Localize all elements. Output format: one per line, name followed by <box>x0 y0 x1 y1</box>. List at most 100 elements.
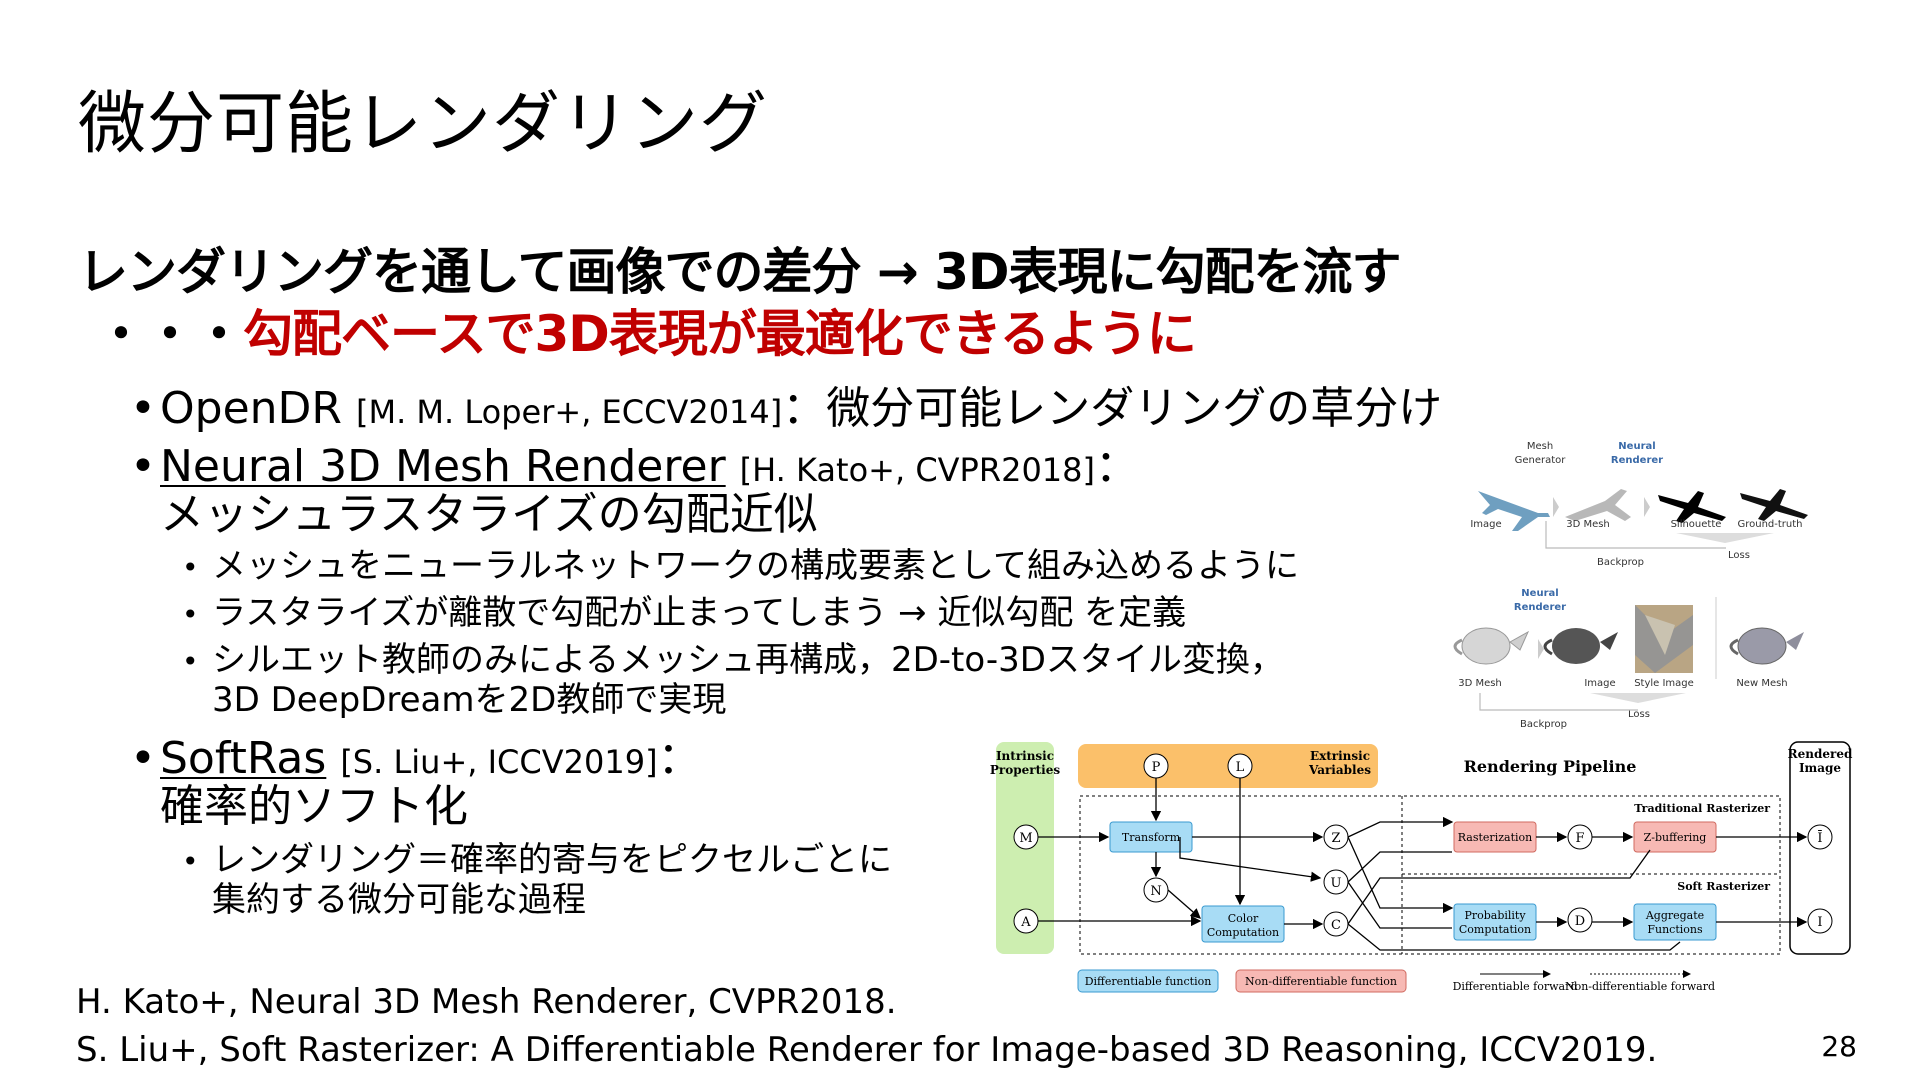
item-ref: [S. Liu+, ICCV2019] <box>340 743 658 781</box>
node-Z: Z <box>1323 824 1349 850</box>
airplane-mesh-icon <box>1565 489 1631 521</box>
fig-label: Image <box>1470 519 1501 530</box>
item-name-link[interactable]: SoftRas <box>160 733 327 784</box>
subheadline: ・・・勾配ベースで3D表現が最適化できるように <box>96 294 1197 366</box>
rasterization-box: Rasterization <box>1453 821 1537 853</box>
subitem-continued: 集約する微分可能な過程 <box>212 880 586 920</box>
traditional-label: Traditional Rasterizer <box>1634 802 1770 815</box>
pipeline-title: Rendering Pipeline <box>1464 757 1637 776</box>
soft-label: Soft Rasterizer <box>1677 880 1770 893</box>
loss-wedge <box>1590 693 1686 703</box>
subitem: •ラスタライズが離散で勾配が止まってしまう → 近似勾配 を定義 <box>182 593 1187 633</box>
node-N: N <box>1143 877 1169 903</box>
svg-text:Computation: Computation <box>1459 923 1531 936</box>
node-A: A <box>1013 908 1039 934</box>
legend-nondifferentiable-function: Non-differentiable function <box>1235 969 1407 993</box>
subitem: •シルエット教師のみによるメッシュ再構成，2D-to-3Dスタイル変換， <box>182 640 1284 680</box>
bullet-dot: • <box>130 733 156 784</box>
intrinsic-label: Intrinsic <box>996 749 1054 763</box>
svg-text:Computation: Computation <box>1207 926 1279 939</box>
fig-label: Style Image <box>1634 678 1694 689</box>
item-desc: メッシュラスタライズの勾配近似 <box>160 489 818 540</box>
subitem-continued: 3D DeepDreamを2D教師で実現 <box>212 680 727 720</box>
item-name-link[interactable]: Neural 3D Mesh Renderer <box>160 441 726 492</box>
fig-label: 3D Mesh <box>1458 678 1502 689</box>
subitem-text: ラスタライズが離散で勾配が止まってしまう → 近似勾配 を定義 <box>212 593 1187 633</box>
neural-renderer-label: Neural <box>1618 441 1655 452</box>
bullet-dot: • <box>130 441 156 492</box>
svg-text:Transform: Transform <box>1122 831 1181 844</box>
zbuffering-box: Z-buffering <box>1633 821 1717 853</box>
reference-1: H. Kato+, Neural 3D Mesh Renderer, CVPR2… <box>76 982 897 1022</box>
headline: レンダリングを通して画像での差分 → 3D表現に勾配を流す <box>78 243 1402 301</box>
arrow-icon <box>1538 639 1544 659</box>
intrinsic-label-2: Properties <box>990 763 1060 777</box>
neural-renderer-label: Neural <box>1521 588 1558 599</box>
bullet-opendr: •OpenDR [M. M. Loper+, ECCV2014]：微分可能レンダ… <box>130 372 1442 436</box>
subitem: •メッシュをニューラルネットワークの構成要素として組み込めるように <box>182 546 1299 586</box>
loss-wedge <box>1676 533 1774 543</box>
svg-text:Rasterization: Rasterization <box>1458 831 1532 844</box>
svg-text:P: P <box>1152 760 1161 775</box>
node-D: D <box>1567 907 1593 933</box>
svg-text:Differentiable forward: Differentiable forward <box>1453 980 1578 993</box>
svg-text:Aggregate: Aggregate <box>1645 909 1704 922</box>
fig-label: Silhouette <box>1671 519 1722 530</box>
svg-text:Z-buffering: Z-buffering <box>1644 831 1707 844</box>
legend-differentiable-forward: Differentiable forward <box>1453 970 1578 993</box>
svg-text:Ī: Ī <box>1817 830 1822 846</box>
svg-text:Non-differentiable forward: Non-differentiable forward <box>1565 980 1715 993</box>
svg-text:Functions: Functions <box>1647 923 1703 936</box>
loss-label: Loss <box>1728 550 1750 561</box>
nmr-figure: Mesh Neural Renderer Generator Image 3D … <box>1453 441 1808 730</box>
neural-renderer-label-2: Renderer <box>1611 455 1663 466</box>
airplane-silhouette-icon <box>1658 491 1726 523</box>
svg-text:A: A <box>1020 915 1031 930</box>
node-U: U <box>1323 869 1349 895</box>
teapot-mesh-icon <box>1453 627 1530 665</box>
item-name: OpenDR <box>160 383 342 434</box>
bullet-dot: • <box>130 383 156 434</box>
item-ref: [M. M. Loper+, ECCV2014] <box>355 393 783 431</box>
svg-text:L: L <box>1236 760 1245 775</box>
node-I: I <box>1807 908 1833 934</box>
rendered-label: Rendered <box>1788 747 1853 761</box>
fig-label: New Mesh <box>1736 678 1787 689</box>
extrinsic-label-2: Variables <box>1308 763 1371 777</box>
slide-title: 微分可能レンダリング <box>78 85 769 164</box>
svg-text:Color: Color <box>1228 912 1259 925</box>
svg-text:Probability: Probability <box>1464 909 1526 922</box>
svg-text:D: D <box>1575 914 1585 929</box>
mesh-generator-label: Mesh <box>1527 441 1553 452</box>
arrow-icon <box>1644 497 1650 517</box>
node-F: F <box>1567 824 1593 850</box>
item-desc: ：微分可能レンダリングの草分け <box>782 383 1443 434</box>
svg-text:F: F <box>1575 831 1584 846</box>
legend-differentiable-function: Differentiable function <box>1077 969 1219 993</box>
svg-text:U: U <box>1331 876 1342 891</box>
page-number: 28 <box>1821 1030 1857 1063</box>
subitem-text: レンダリング＝確率的寄与をピクセルごとに <box>212 840 892 880</box>
softras-figure: Intrinsic Properties Extrinsic Variables… <box>990 741 1853 993</box>
fig-label: 3D Mesh <box>1566 519 1610 530</box>
pipeline-region <box>1079 795 1781 955</box>
subheadline-emphasis: 勾配ベースで3D表現が最適化できるように <box>243 305 1197 363</box>
bullet-nmr: •Neural 3D Mesh Renderer [H. Kato+, CVPR… <box>130 430 1139 494</box>
airplane-groundtruth-icon <box>1740 489 1808 521</box>
node-I-bar: Ī <box>1807 824 1833 850</box>
rendered-image-block <box>1789 741 1851 955</box>
fig-label: Image <box>1584 678 1615 689</box>
svg-text:N: N <box>1150 884 1161 899</box>
subheadline-prefix: ・・・ <box>96 305 244 363</box>
svg-text:Non-differentiable function: Non-differentiable function <box>1245 975 1397 988</box>
node-C: C <box>1323 911 1349 937</box>
extrinsic-label: Extrinsic <box>1310 749 1370 763</box>
svg-text:I: I <box>1817 915 1822 930</box>
backprop-line <box>1545 521 1726 549</box>
airplane-image-icon <box>1478 491 1550 531</box>
bullet-softras: •SoftRas [S. Liu+, ICCV2019]： <box>130 722 702 786</box>
backprop-line <box>1479 693 1638 711</box>
